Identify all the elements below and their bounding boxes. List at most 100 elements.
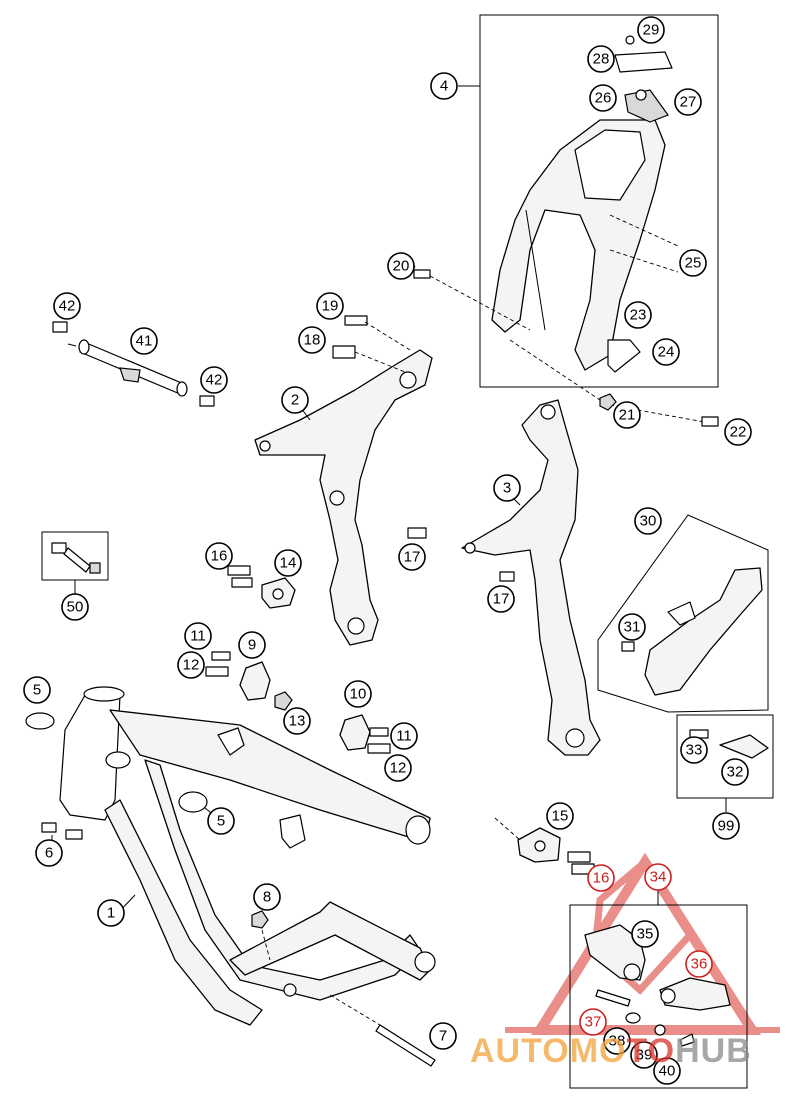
callout-26: 26 (589, 84, 617, 112)
svg-text:13: 13 (289, 713, 306, 730)
callout-7: 7 (429, 1022, 457, 1050)
callout-14: 14 (274, 549, 302, 577)
callout-17b: 17 (487, 585, 515, 613)
svg-text:17: 17 (493, 591, 510, 608)
callout-99: 99 (712, 812, 740, 840)
frame-spar-3 (461, 399, 601, 756)
callout-4: 4 (430, 72, 458, 100)
svg-text:11: 11 (190, 628, 206, 645)
callout-38: 38 (603, 1027, 631, 1055)
callout-9: 9 (238, 631, 266, 659)
svg-text:2: 2 (291, 392, 299, 409)
callout-31: 31 (618, 613, 646, 641)
watermark-text-part2: TO (626, 1032, 675, 1070)
svg-text:5: 5 (217, 813, 225, 830)
bracket-9 (239, 661, 271, 701)
callout-11b: 11 (390, 722, 418, 750)
svg-text:29: 29 (643, 22, 660, 39)
spring-38 (625, 1012, 641, 1024)
callout-12b: 12 (384, 754, 412, 782)
svg-text:25: 25 (685, 255, 702, 272)
callout-37: 37 (579, 1008, 607, 1036)
rear-subframe-part (491, 35, 673, 373)
svg-text:19: 19 (322, 298, 339, 315)
svg-text:30: 30 (640, 513, 657, 530)
watermark-text: AUTOMOTOHUB (470, 1032, 752, 1070)
callout-22: 22 (724, 418, 752, 446)
callout-8: 8 (253, 883, 281, 911)
svg-text:12: 12 (183, 657, 200, 674)
callout-32: 32 (721, 758, 749, 786)
svg-text:16: 16 (593, 870, 610, 887)
svg-text:1: 1 (107, 905, 115, 922)
footpeg-36 (659, 977, 731, 1011)
subframe-group-box (479, 14, 719, 388)
svg-text:17: 17 (404, 549, 421, 566)
callout-30: 30 (634, 507, 662, 535)
bracket-group-box (676, 714, 774, 799)
svg-text:34: 34 (650, 869, 667, 886)
callout-16a: 16 (205, 542, 233, 570)
svg-text:42: 42 (206, 372, 223, 389)
svg-text:12: 12 (390, 760, 407, 777)
callout-42a: 42 (53, 292, 81, 320)
bolt-22 (701, 416, 719, 427)
svg-text:5: 5 (33, 682, 41, 699)
callout-5b: 5 (207, 807, 235, 835)
callout-1: 1 (97, 899, 125, 927)
callout-2: 2 (281, 386, 309, 414)
engine-mount-15 (517, 827, 595, 875)
pivot-shaft-41 (52, 321, 215, 407)
svg-text:6: 6 (45, 845, 53, 862)
svg-text:42: 42 (59, 298, 76, 315)
grommet-5a (25, 712, 55, 730)
callout-25: 25 (679, 249, 707, 277)
svg-text:28: 28 (593, 51, 610, 68)
svg-text:23: 23 (630, 307, 647, 324)
svg-text:38: 38 (609, 1033, 626, 1050)
frame-spar-2 (254, 315, 433, 646)
callout-33: 33 (680, 736, 708, 764)
callout-11a: 11 (184, 622, 212, 650)
svg-text:7: 7 (439, 1028, 447, 1045)
callout-16b: 16 (587, 864, 615, 892)
callout-12a: 12 (177, 651, 205, 679)
nut-8 (251, 910, 269, 929)
svg-text:41: 41 (136, 333, 153, 350)
key-part-50 (51, 542, 101, 574)
svg-text:31: 31 (624, 619, 641, 636)
nut-13 (274, 691, 293, 711)
svg-text:26: 26 (595, 90, 612, 107)
callout-40: 40 (653, 1057, 681, 1085)
watermark-text-part1: AUTOMO (470, 1032, 626, 1070)
callout-28: 28 (587, 45, 615, 73)
svg-text:50: 50 (67, 599, 84, 616)
callout-27: 27 (674, 88, 702, 116)
callout-19: 19 (316, 292, 344, 320)
bracket-10 (339, 714, 371, 751)
callout-29: 29 (637, 16, 665, 44)
svg-text:32: 32 (727, 764, 744, 781)
pin-37 (595, 989, 631, 1007)
svg-text:10: 10 (350, 686, 367, 703)
svg-text:9: 9 (248, 637, 256, 654)
svg-text:36: 36 (691, 956, 708, 973)
svg-text:18: 18 (304, 332, 321, 349)
callout-10: 10 (344, 680, 372, 708)
callout-36: 36 (685, 950, 713, 978)
callout-18: 18 (298, 326, 326, 354)
callout-39: 39 (630, 1041, 658, 1069)
callout-5a: 5 (23, 676, 51, 704)
main-frame-1 (59, 686, 436, 1026)
svg-text:40: 40 (659, 1063, 676, 1080)
callout-50: 50 (61, 593, 89, 621)
engine-mount-14 (227, 565, 296, 609)
svg-text:22: 22 (730, 424, 747, 441)
callout-13: 13 (283, 707, 311, 735)
chain-guide-32 (719, 734, 769, 759)
svg-text:39: 39 (636, 1047, 653, 1064)
washer-39 (654, 1024, 666, 1036)
svg-text:99: 99 (718, 818, 735, 835)
callout-41: 41 (130, 327, 158, 355)
